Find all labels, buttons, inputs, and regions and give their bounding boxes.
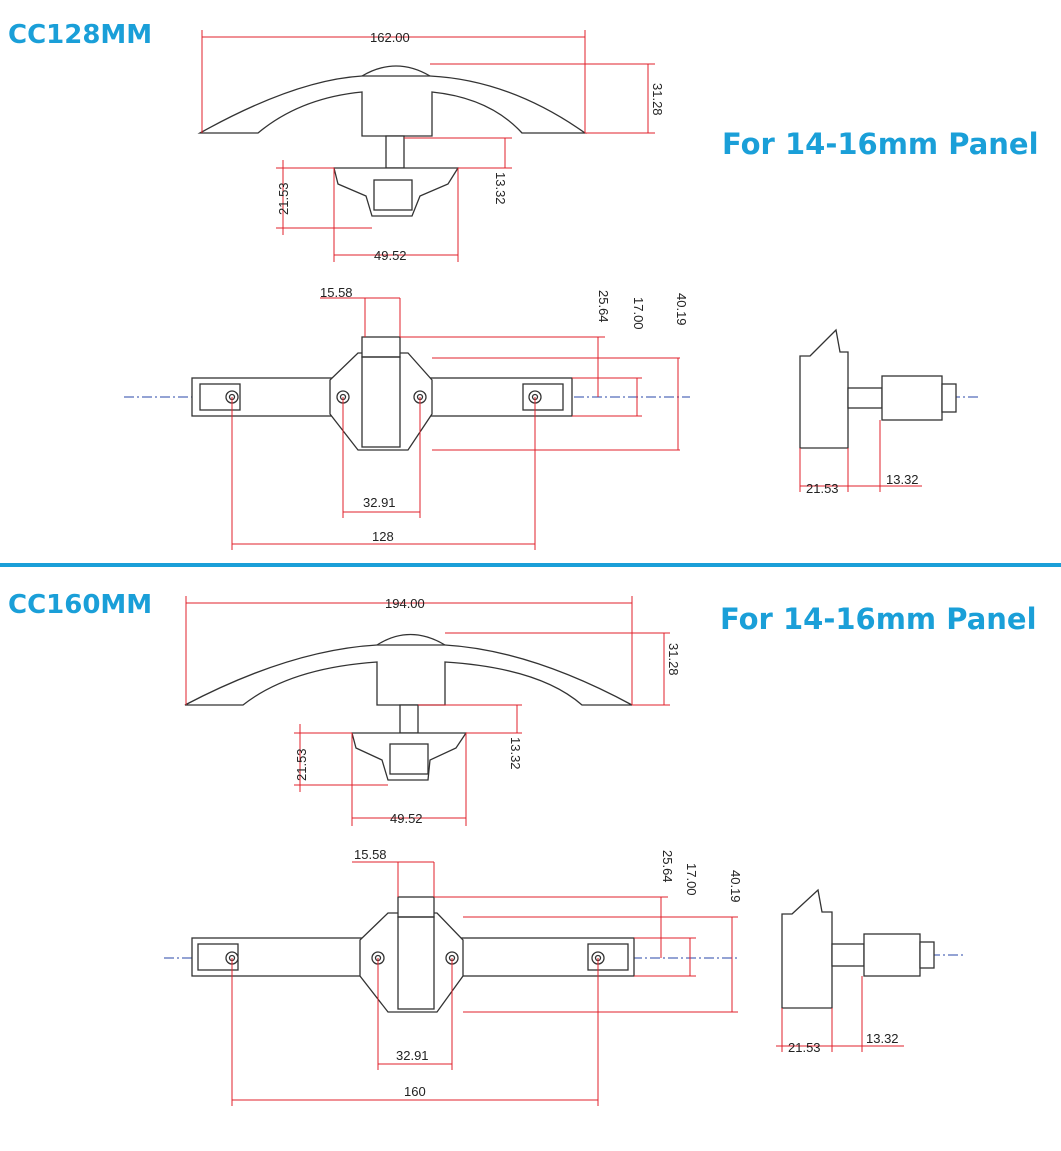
cc160-front-cam: 15.58 <box>354 847 387 862</box>
cc160-top-width: 194.00 <box>385 596 425 611</box>
cc160-front-center: 160 <box>404 1084 426 1099</box>
cc160-top-plate-width: 49.52 <box>390 811 423 826</box>
cc160-front-view: 15.58 25.64 17.00 40.19 32.91 160 <box>164 847 743 1106</box>
cc128-front-spacing: 32.91 <box>363 495 396 510</box>
cc128-top-plate-width: 49.52 <box>374 248 407 263</box>
cc160-front-a: 25.64 <box>660 850 675 883</box>
cc160-top-stem: 13.32 <box>508 737 523 770</box>
cc128-front-c: 40.19 <box>674 293 689 326</box>
cc128-front-b: 17.00 <box>631 297 646 330</box>
cc128-front-view: 15.58 25.64 17.00 40.19 32.91 128 <box>124 285 690 550</box>
panel-note-cc160: For 14-16mm Panel <box>720 602 1037 636</box>
cc160-side-shaft: 13.32 <box>866 1031 899 1046</box>
cc128-front-a: 25.64 <box>596 290 611 323</box>
cc128-front-cam: 15.58 <box>320 285 353 300</box>
cc128-top-plate-height: 21.53 <box>276 182 291 215</box>
cc160-side-depth: 21.53 <box>788 1040 821 1055</box>
cc160-front-b: 17.00 <box>684 863 699 896</box>
cc128-side-depth: 21.53 <box>806 481 839 496</box>
cc128-side-view: 21.53 13.32 <box>799 328 980 496</box>
cc160-top-view: 194.00 31.28 13.32 21.53 49.52 <box>184 596 681 826</box>
cc128-top-view: 162.00 31.28 13.32 21.53 49.52 <box>197 30 665 263</box>
cc128-top-width: 162.00 <box>370 30 410 45</box>
cc128-top-height: 31.28 <box>650 83 665 116</box>
cc128-front-center: 128 <box>372 529 394 544</box>
cc128-side-shaft: 13.32 <box>886 472 919 487</box>
cc160-top-plate-height: 21.53 <box>294 748 309 781</box>
cc160-side-view: 21.53 13.32 <box>776 888 966 1055</box>
cc160-front-c: 40.19 <box>728 870 743 903</box>
panel-note-cc128: For 14-16mm Panel <box>722 127 1039 161</box>
section-divider <box>0 563 1061 567</box>
section-title-cc128: CC128MM <box>8 20 153 50</box>
cc128-top-stem: 13.32 <box>493 172 508 205</box>
cc160-top-height: 31.28 <box>666 643 681 676</box>
section-title-cc160: CC160MM <box>8 590 153 620</box>
cc160-front-spacing: 32.91 <box>396 1048 429 1063</box>
